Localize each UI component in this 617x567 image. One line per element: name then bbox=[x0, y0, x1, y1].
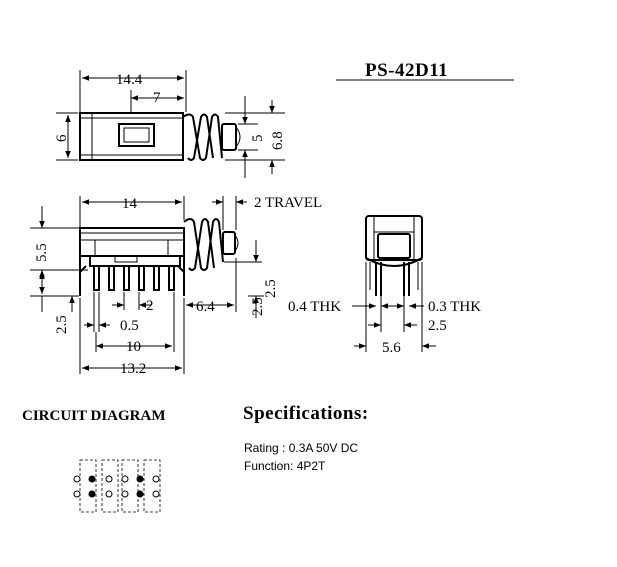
dim-side-right-2: 2.5 bbox=[250, 297, 266, 316]
end-view: 0.4 THK 0.3 THK 2.5 5.6 bbox=[288, 215, 481, 356]
dim-side-right: 2.5 bbox=[263, 279, 279, 298]
dim-side-total: 13.2 bbox=[120, 361, 146, 377]
end-view-body bbox=[365, 215, 423, 261]
top-view: 14.4 7 6 5 6.8 bbox=[54, 70, 286, 178]
end-view-pins bbox=[369, 262, 419, 296]
side-view-plunger bbox=[222, 231, 236, 255]
dim-top-height-left: 6 bbox=[54, 134, 70, 142]
dim-side-offset: 6.4 bbox=[196, 299, 215, 315]
side-view: 14 2 TRAVEL 5.5 2.5 2 6.4 2.5 bbox=[30, 195, 322, 377]
circuit-diagram: CIRCUIT DIAGRAM bbox=[22, 408, 165, 513]
title-block: PS-42D11 bbox=[336, 60, 514, 81]
circuit-frame-1 bbox=[79, 459, 97, 513]
dim-side-pin-width: 0.5 bbox=[120, 318, 139, 334]
part-number: PS-42D11 bbox=[365, 60, 448, 81]
dim-top-inner: 7 bbox=[153, 90, 161, 106]
dim-side-span: 10 bbox=[126, 339, 141, 355]
dim-side-height: 5.5 bbox=[34, 243, 50, 262]
spec-function: Function: 4P2T bbox=[244, 459, 326, 473]
spec-rating: Rating : 0.3A 50V DC bbox=[244, 441, 358, 455]
dim-side-pin-pitch: 2 bbox=[146, 298, 154, 314]
top-view-body bbox=[79, 112, 184, 161]
dim-end-pitch: 2.5 bbox=[428, 318, 447, 334]
dim-top-height-right: 5 bbox=[250, 135, 266, 143]
circuit-contacts bbox=[73, 475, 160, 498]
spec-heading: Specifications: bbox=[243, 403, 369, 424]
dim-side-length: 14 bbox=[122, 196, 138, 212]
dim-top-length: 14.4 bbox=[116, 72, 143, 88]
thk-left: 0.4 THK bbox=[288, 299, 341, 315]
dim-end-width: 5.6 bbox=[382, 340, 401, 356]
specifications: Specifications: Rating : 0.3A 50V DC Fun… bbox=[243, 403, 369, 473]
travel-label: 2 TRAVEL bbox=[254, 195, 322, 211]
top-view-spring bbox=[182, 113, 223, 161]
circuit-heading: CIRCUIT DIAGRAM bbox=[22, 408, 165, 424]
end-view-plunger bbox=[377, 233, 411, 259]
top-view-slot bbox=[118, 123, 155, 147]
dim-top-height-outer: 6.8 bbox=[270, 131, 286, 150]
dim-side-pin-length: 2.5 bbox=[54, 315, 70, 334]
side-view-base bbox=[89, 255, 181, 267]
top-view-plunger bbox=[221, 123, 237, 151]
side-view-spring bbox=[183, 218, 224, 271]
thk-right: 0.3 THK bbox=[428, 299, 481, 315]
side-view-pins bbox=[79, 265, 185, 296]
